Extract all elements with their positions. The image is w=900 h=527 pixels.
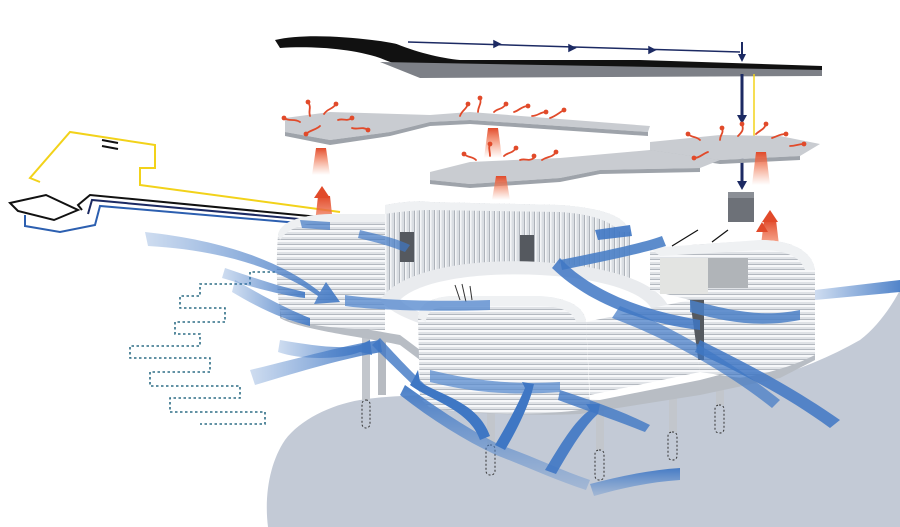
right-pod [650, 240, 815, 378]
middle-slab [430, 150, 720, 188]
roof-flow-line [407, 39, 741, 55]
base-slab [280, 310, 815, 415]
roof-plane-icon [275, 36, 822, 78]
shaft-lines [737, 74, 755, 190]
geothermal-loop-icon [129, 271, 300, 425]
pile-foundation-icon [361, 330, 725, 481]
cool-air-arrow-icon [145, 220, 900, 496]
heat-squiggle-arrowheads [281, 95, 807, 161]
energy-cable-icon [8, 130, 341, 234]
electric-symbol-icon [101, 139, 119, 150]
solar-panel-icon [671, 229, 729, 247]
upper-slab-left [285, 112, 650, 145]
equipment-box-icon [728, 192, 754, 222]
interior-details [454, 283, 473, 303]
